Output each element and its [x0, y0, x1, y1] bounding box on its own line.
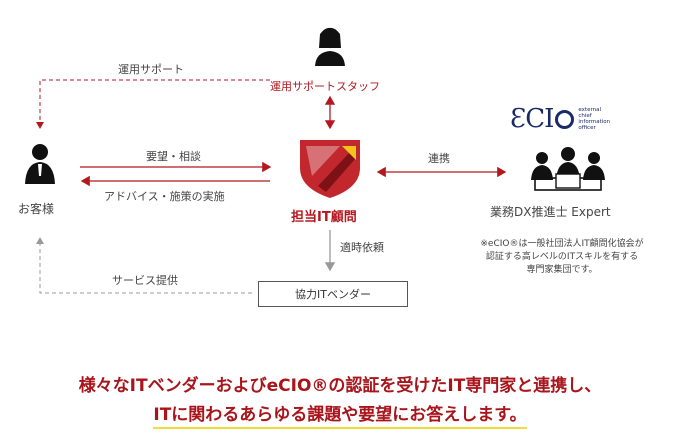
bottom-message-line-2-wrap: ITに関わるあらゆる課題や要望にお答えします。 — [0, 400, 680, 429]
advisor-label: 担当IT顧問 — [291, 210, 357, 225]
support-arrow-label: 運用サポート — [118, 63, 184, 76]
link-label: 連携 — [428, 152, 450, 165]
vendor-box: 協力ITベンダー — [258, 281, 408, 307]
expert-label: 業務DX推進士 Expert — [490, 205, 611, 219]
ecio-logo: ƐCI external chief information officer — [510, 104, 610, 134]
customer-label: お客様 — [18, 202, 55, 216]
ecio-logo-mark: ƐCI — [510, 104, 575, 134]
advice-label: アドバイス・施策の実施 — [104, 190, 225, 203]
note-line: ※eCIO®は一般社団法人IT顧問化協会が — [480, 239, 644, 249]
ecio-logo-subtext: external chief information officer — [578, 107, 611, 131]
note-line: 認証する高レベルのITスキルを有する — [485, 252, 639, 262]
support-staff-person-icon — [315, 27, 345, 66]
service-label: サービス提供 — [112, 274, 178, 287]
service-arrow — [36, 237, 252, 294]
vendor-label: 協力ITベンダー — [295, 288, 371, 301]
note-line: 専門家集団です。 — [526, 265, 598, 275]
expert-group-icon — [531, 147, 605, 191]
advisor-shield-icon — [300, 140, 360, 198]
request-label: 要望・相談 — [146, 150, 201, 163]
ecio-note: ※eCIO®は一般社団法人IT顧問化協会が 認証する高レベルのITスキルを有する… — [462, 238, 662, 277]
support-arrow — [36, 79, 270, 129]
customer-person-icon — [25, 144, 55, 184]
bottom-message-line-1: 様々なITベンダーおよびeCIO®の認証を受けたIT専門家と連携し、 — [78, 376, 602, 396]
support-staff-label: 運用サポートスタッフ — [270, 80, 380, 93]
bottom-message-line-2: ITに関わるあらゆる課題や要望にお答えします。 — [153, 400, 527, 429]
assign-label: 適時依頼 — [340, 241, 384, 254]
